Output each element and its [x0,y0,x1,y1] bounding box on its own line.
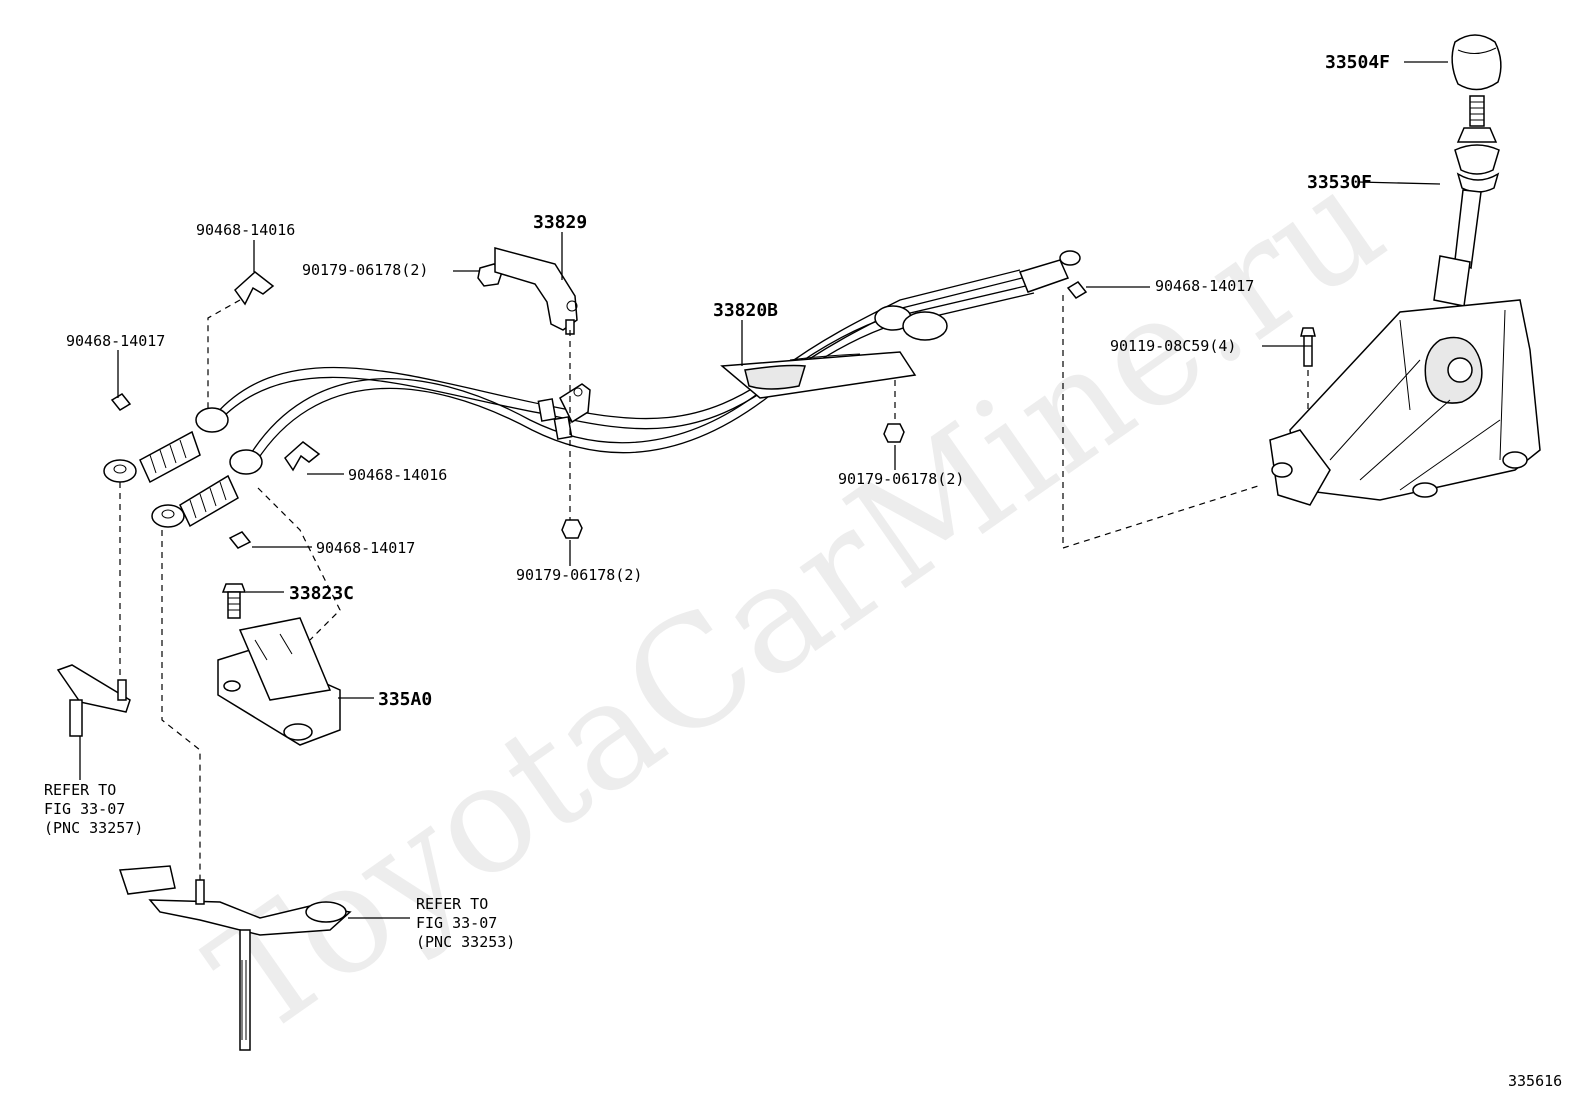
cable-end-right [874,250,1081,341]
refer-left-line2: FIG 33-07 [44,800,125,818]
label-33823C: 33823C [289,583,354,604]
shift-lever-housing [1269,189,1541,506]
lever-refer-left [56,664,131,737]
assembly-dashed-lines [119,295,1259,880]
label-335A0: 335A0 [378,689,432,710]
cable-end-left-upper [103,407,229,484]
shift-knob [1451,34,1502,127]
refer-bottom-line3: (PNC 33253) [416,933,515,951]
nut-90179-right [883,423,905,443]
shift-boot-retainer [1454,127,1500,193]
lever-refer-bottom [118,865,352,1051]
refer-left-line1: REFER TO [44,781,116,799]
label-90179-06178-top: 90179-06178(2) [302,261,428,279]
refer-bottom-line2: FIG 33-07 [416,914,497,932]
label-33504F: 33504F [1325,52,1390,73]
bracket-33829 [494,247,578,335]
refer-left-line3: (PNC 33257) [44,819,143,837]
housing-bolt [1300,327,1316,410]
label-90119-08C59: 90119-08C59(4) [1110,337,1236,355]
label-90468-14016-top: 90468-14016 [196,221,295,239]
label-90468-14017-left: 90468-14017 [66,332,165,350]
label-33820B: 33820B [713,300,778,321]
nut-90179-center [561,519,583,539]
pin-90468-14017-right [1066,281,1088,299]
clip-90468-14016-mid [284,441,321,472]
label-33530F: 33530F [1307,172,1372,193]
cable-retainer-plate [720,351,917,399]
label-90179-06178-right: 90179-06178(2) [838,470,964,488]
pin-90468-14017-left [110,393,132,411]
label-90468-14017-right: 90468-14017 [1155,277,1254,295]
label-90468-14016-mid: 90468-14016 [348,466,447,484]
label-33829: 33829 [533,212,587,233]
pin-90468-14017-mid [228,531,252,549]
label-90179-06178-center: 90179-06178(2) [516,566,642,584]
cable-end-left-lower [151,449,263,528]
label-90468-14017-mid: 90468-14017 [316,539,415,557]
leader-lines [79,61,1448,919]
clip-90468-14016-top [234,271,275,306]
refer-bottom-line1: REFER TO [416,895,488,913]
bracket-335A0 [217,617,341,746]
bolt-33823C [221,583,247,619]
figure-number: 335616 [1508,1072,1562,1090]
